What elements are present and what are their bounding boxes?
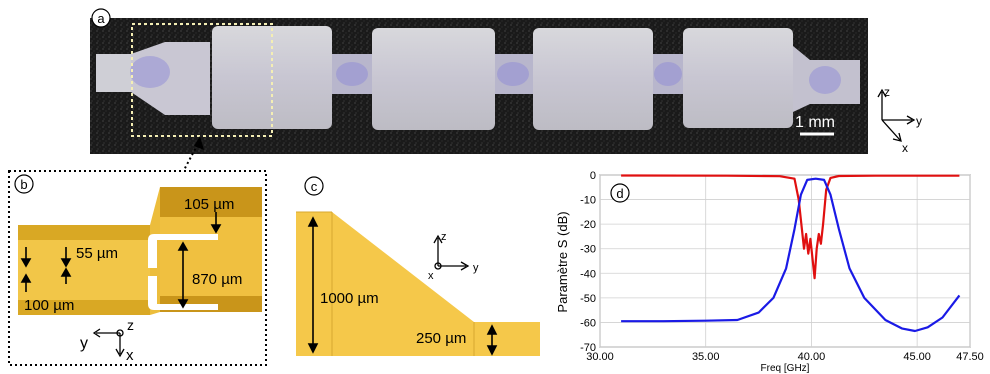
y-tick-label: -60 [580,317,596,329]
panel-c-letter: c [311,179,318,194]
plot-area [599,174,971,348]
x-tick-label: 47.50 [956,351,984,363]
dim-250um: 250 µm [416,330,466,347]
dim-100um: 100 µm [24,297,74,314]
axis-x-label-b: x [126,347,134,364]
series-line-blue [621,177,961,333]
panel-c-badge [304,176,324,196]
axes-triad-a [877,88,916,142]
panel-d-badge [610,183,630,203]
photo-panel-a [90,18,868,154]
panel-a-letter: a [97,11,105,26]
scale-bar-label: 1 mm [795,114,835,131]
x-axis-title: Freq [GHz] [761,363,810,374]
dim-105um: 105 µm [184,196,234,213]
panel-b-badge [14,174,34,194]
x-tick-label: 40.00 [798,351,826,363]
panel-c [296,211,540,356]
axis-z-label-a: z [884,85,890,99]
y-tick-label: -30 [580,244,596,256]
dim-1000um: 1000 µm [320,290,379,307]
axis-y-label-c: y [473,262,479,274]
dim-55um: 55 µm [76,245,118,262]
y-tick-label: 0 [590,170,596,182]
axis-x-label-a: x [902,141,908,155]
y-tick-label: -40 [580,268,596,280]
y-tick-label: -70 [580,342,596,354]
x-tick-label: 30.00 [586,351,614,363]
axis-z-label-c: z [441,231,447,243]
y-tick-label: -10 [580,195,596,207]
y-axis-title: Paramètre S (dB) [555,211,570,312]
panel-d-letter: d [616,186,623,201]
series-line-red [621,174,960,280]
axis-y-label-b: y [80,335,88,352]
dim-870um: 870 µm [192,271,242,288]
y-tick-label: -20 [580,219,596,231]
axis-z-label-b: z [127,317,134,333]
grid-layer [599,174,971,348]
axis-y-label-a: y [916,114,922,128]
axis-x-label-c: x [428,270,434,282]
y-tick-label: -50 [580,293,596,305]
series-layer [621,174,961,333]
panel-b-letter: b [20,177,27,192]
panel-a-badge [91,8,111,28]
panel-b [8,170,267,366]
x-tick-label: 45.00 [903,351,931,363]
zoom-pointer-arrow [194,136,204,150]
x-tick-label: 35.00 [692,351,720,363]
